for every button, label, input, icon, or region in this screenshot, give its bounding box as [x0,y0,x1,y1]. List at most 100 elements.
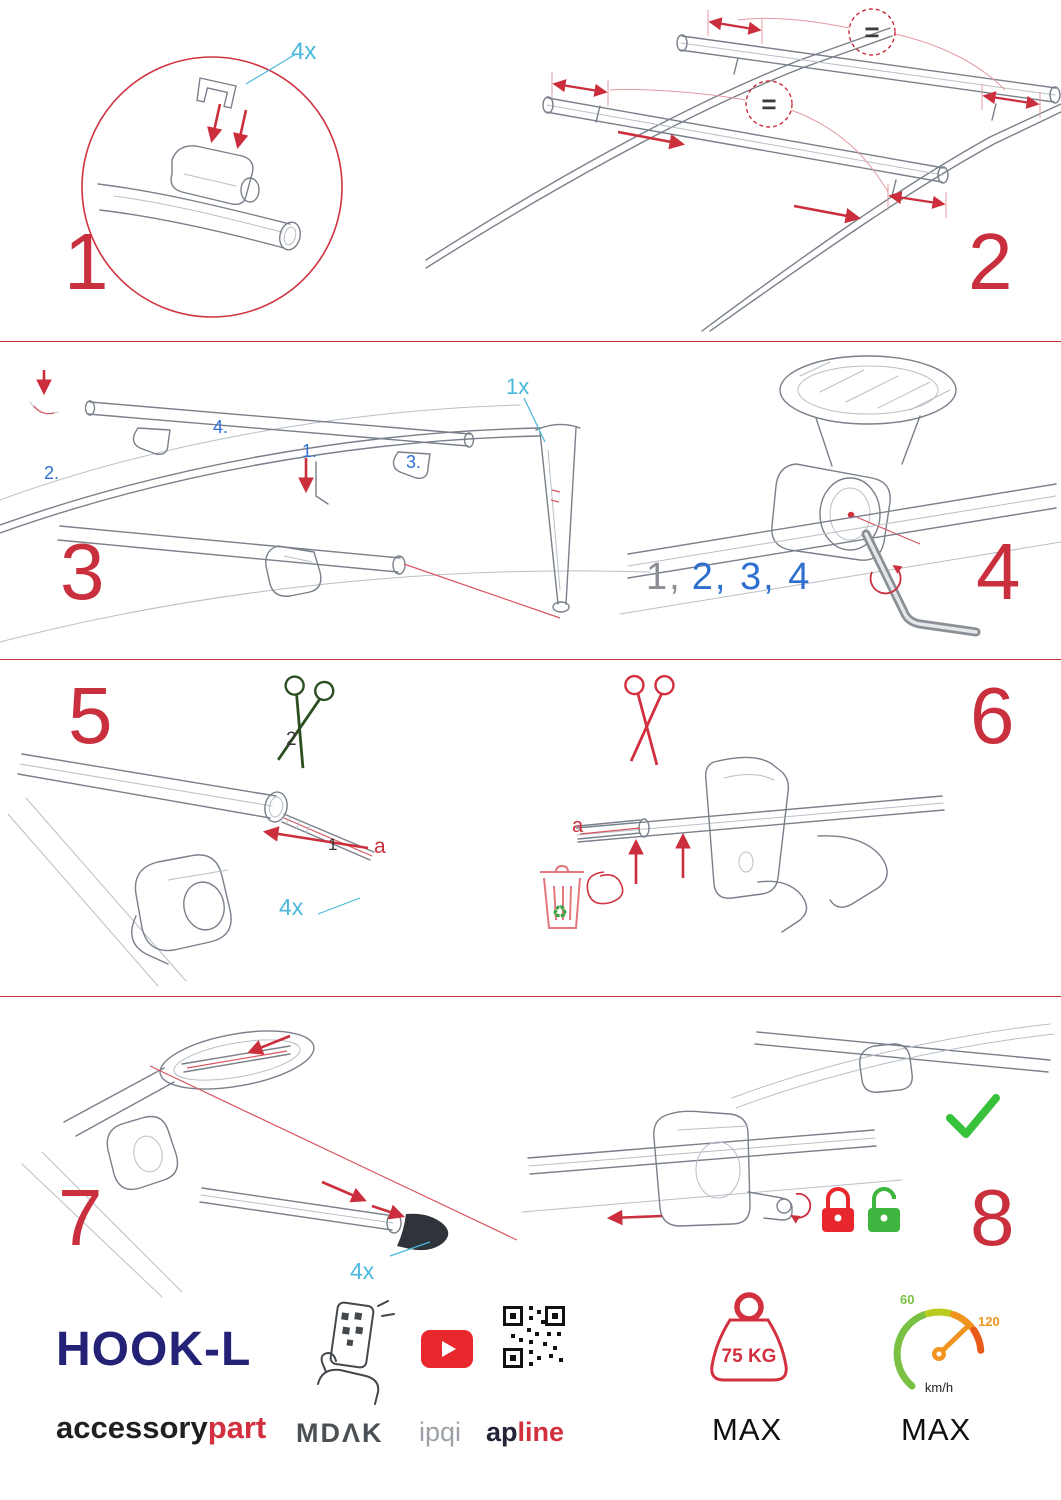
foot-clamp [134,854,232,952]
assembly-order-drawing [0,370,651,643]
brand-name: accessorypart [56,1412,266,1443]
speed-unit-label: km/h [925,1380,953,1395]
clamp-bracket [704,756,790,899]
phone-qr-icon [308,1298,398,1406]
qty-leader-line [317,897,361,915]
product-name: HOOK-L [56,1323,252,1376]
cap-insert-arrow-1 [321,1180,367,1203]
strip-a-label-6: a [572,815,584,837]
substep-label-3: 3. [406,452,422,472]
lockable-clamp [653,1110,751,1227]
strip-stub [579,827,641,835]
equal-sign-1: = [864,17,879,47]
qty-leader-line [245,53,297,85]
apline-prefix: ap [486,1417,518,1447]
tighten-sequence-text: 1,2, 3, 4 [646,558,811,596]
cut-off-strip-curl [586,871,624,905]
apline-suffix: line [517,1417,565,1447]
section-divider-2 [0,659,1061,660]
strip-in-arrow [247,1034,291,1055]
spacing-arrow-rear-left [708,17,762,35]
weight-max-label: MAX [712,1412,783,1447]
step-number-6: 6 [970,671,1015,760]
padlock-open-icon [868,1187,900,1232]
step-3-quantity: 1x [506,374,530,399]
slide-arrow-rear [793,204,862,224]
section-divider-3 [0,996,1061,997]
lock-key [747,1191,793,1221]
step-1-illustration [50,22,370,327]
weight-icon: 75 KG [692,1290,804,1396]
step-number-1: 1 [64,217,109,306]
checkmark-icon [946,1094,1000,1138]
substep-label-4: 4. [213,417,229,437]
step-6-illustration: ♻ [518,666,963,991]
cut-strip-drawing [7,675,375,987]
recycle-icon: ♻ [552,902,568,923]
magnifier-detail-drawing [81,53,343,318]
slide-lock-arrow [606,1209,663,1226]
end-cap-part [397,1213,449,1251]
step-number-3: 3 [60,527,105,616]
lock-check-drawing [521,1023,1055,1232]
step-2-illustration: = = [420,2,1061,332]
sequence-first: 1, [646,556,682,598]
step-4-illustration [619,346,1061,652]
insert-arrow-2 [233,109,249,150]
qty-leader-line [389,1241,431,1257]
key-turn-arrow [790,1192,812,1224]
scissors-icon [277,675,335,769]
cap-insert-arrow-2 [371,1204,405,1220]
partner-logo-mdak: MDΛK [296,1418,384,1448]
crossbar-alignment-drawing: = = [425,8,1061,332]
youtube-icon [421,1330,473,1368]
cut-discard-drawing: ♻ [540,674,945,933]
equal-sign-2: = [761,89,776,119]
sequence-rest: 2, 3, 4 [691,556,812,598]
brand-name-prefix: accessory [56,1410,208,1445]
spacing-arrow-rear-right [982,91,1040,109]
step-5-quantity: 4x [279,894,304,920]
step-1-quantity: 4x [291,38,317,65]
speed-low-label: 60 [900,1292,914,1307]
tighten-clamp-drawing [619,355,1061,637]
cut-order-label: 2 [286,729,297,750]
step-3-illustration [0,350,651,650]
pull-strip-arrow [262,826,369,850]
speedometer-icon: 60 120 km/h [878,1288,1003,1400]
equal-badge-2 [745,80,793,128]
step-number-5: 5 [68,671,113,760]
strip-a-label: a [374,835,386,858]
spacing-arrow-front-left [552,79,608,97]
clamp-bracket-part [196,77,237,109]
step-5-illustration [7,666,448,991]
spacing-arrow-front-right [888,191,946,209]
scissors-icon [624,674,675,766]
magnifier-circle [81,56,343,318]
step-number-8: 8 [970,1173,1015,1262]
brand-name-suffix: part [207,1410,267,1445]
section-divider-1 [0,341,1061,342]
partner-logo-ipqi: ipqi [419,1417,462,1447]
strip-order-label: 1 [328,835,338,854]
end-cap-drawing [21,1030,518,1298]
padlock-closed-icon [822,1187,854,1232]
substep-label-1: 1. [302,441,318,461]
weight-value: 75 KG [722,1346,777,1367]
step-number-2: 2 [968,217,1013,306]
rotate-arrow [869,564,903,595]
allen-key-small [315,461,329,505]
trash-bin-icon [540,864,584,929]
qr-code [503,1306,565,1368]
partner-logo-apline: apline [486,1419,564,1446]
insert-arrow-1 [207,103,223,144]
speed-high-label: 120 [978,1314,1000,1329]
step-number-4: 4 [976,527,1021,616]
step-7-illustration [21,1002,527,1298]
step-8-illustration [521,1002,1061,1297]
substep-label-2: 2. [44,463,60,483]
speed-max-label: MAX [901,1412,972,1447]
qty-leader-line [523,397,546,443]
slide-arrow-front [617,130,686,150]
